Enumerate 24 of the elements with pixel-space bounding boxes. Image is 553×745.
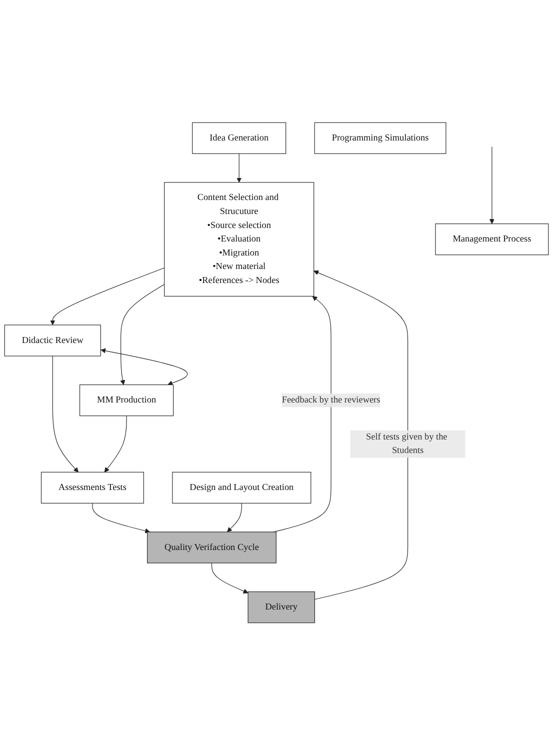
arrow: [50, 267, 165, 325]
node-box: Delivery: [248, 591, 315, 623]
arrow: [314, 270, 408, 600]
arrow: [489, 146, 494, 224]
arrow: [227, 502, 242, 532]
arrow: [211, 562, 248, 594]
edge-label: Feedback by the reviewers: [282, 394, 380, 405]
arrow: [92, 502, 150, 534]
node-box: Content Selection and Strucuture •Source selection •Evaluation •Migration •New material •References -> Nodes: [164, 182, 314, 296]
arrow: [52, 356, 79, 472]
node-box: Quality Verifaction Cycle: [147, 531, 276, 564]
arrow: [273, 296, 332, 532]
arrow: [100, 348, 188, 386]
node-box: Programming Simulations: [314, 122, 446, 154]
node-box: Design and Layout Creation: [172, 472, 312, 504]
node-box: Didactic Review: [4, 324, 101, 356]
arrow: [120, 284, 165, 385]
arrow: [236, 153, 242, 182]
node-box: Assessments Tests: [40, 472, 144, 504]
edge-label: Self tests given by the Students: [366, 432, 448, 456]
arrow: [104, 415, 127, 472]
node-box: MM Production: [79, 384, 174, 416]
node-box: Management Process: [435, 223, 549, 255]
node-box: Idea Generation: [192, 122, 286, 154]
